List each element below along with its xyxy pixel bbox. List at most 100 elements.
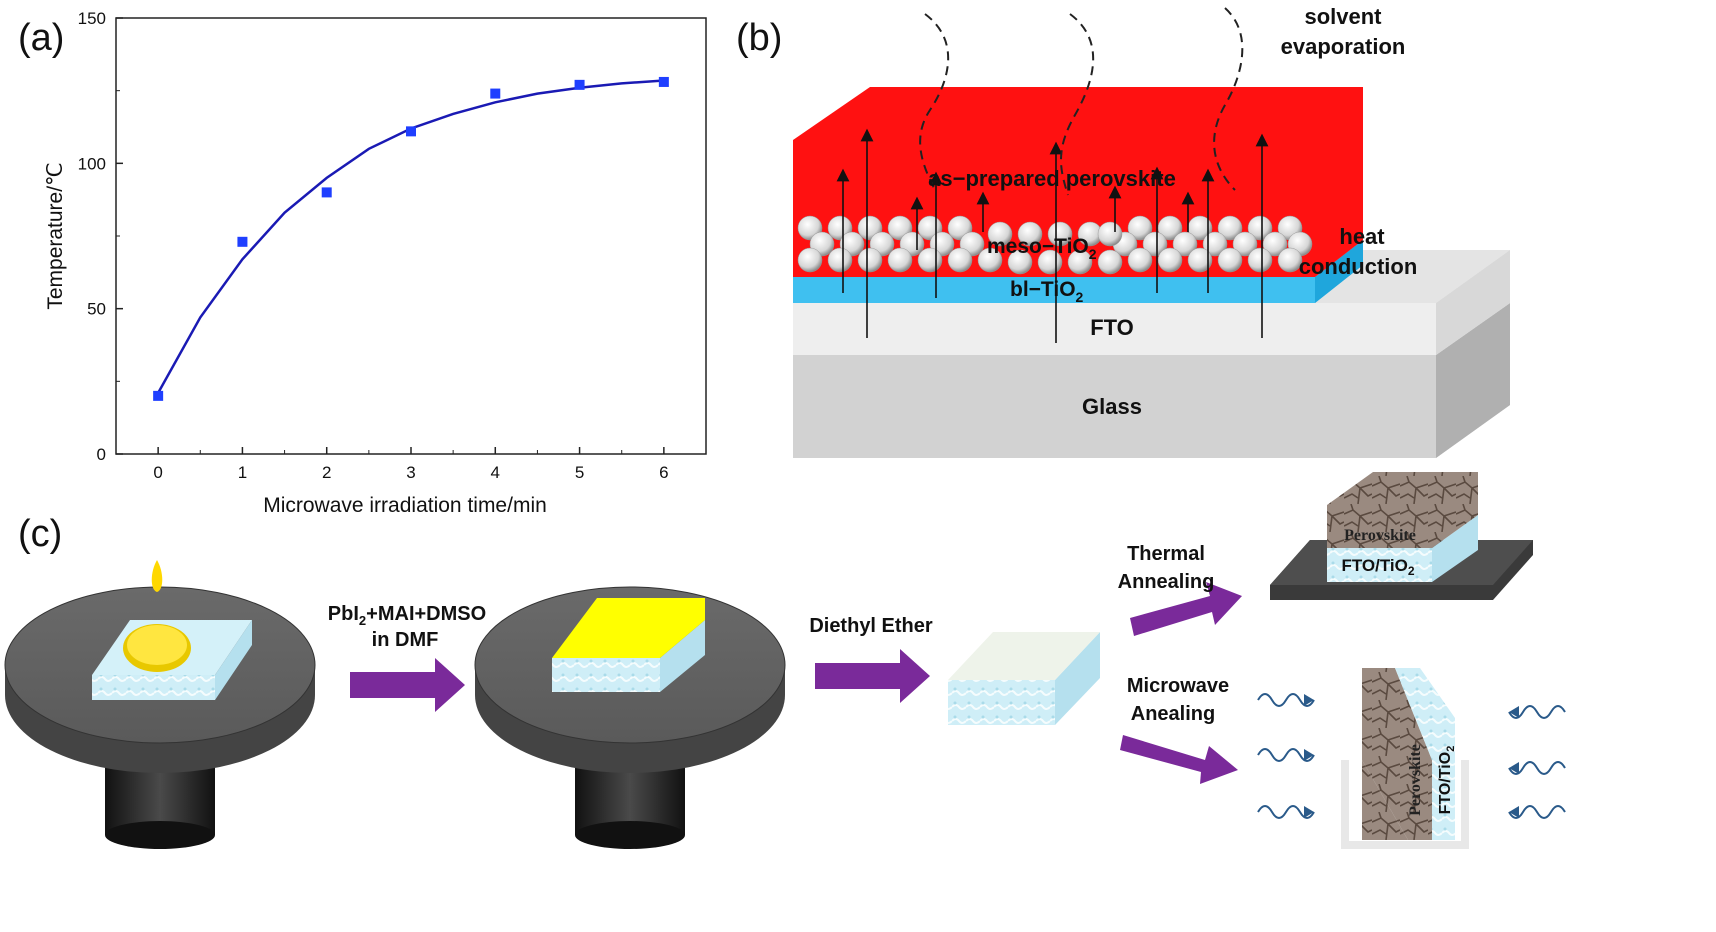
tio2-sphere — [1007, 249, 1033, 275]
bl-tio2-label: bl−TiO2 — [1010, 278, 1084, 305]
tio2-sphere — [887, 247, 913, 273]
microwave-waves — [1257, 693, 1566, 819]
vessel-wall — [1341, 760, 1469, 849]
meso-tio2-spheres — [797, 215, 1313, 275]
meso-tio2-label: meso−TiO2 — [987, 235, 1097, 262]
substrate-front — [92, 675, 215, 700]
x-tick-label: 2 — [322, 463, 331, 482]
tio2-sphere — [827, 247, 853, 273]
tio2-sphere — [797, 247, 823, 273]
tio2-sphere — [987, 221, 1013, 247]
fto-label: FTO — [1090, 315, 1134, 340]
wave-arrowhead — [1304, 694, 1314, 706]
wave-arrowhead — [1509, 806, 1519, 818]
tio2-sphere — [1067, 249, 1093, 275]
bl-tio2-side — [1315, 240, 1363, 303]
droplet-icon — [151, 560, 163, 592]
tio2-sphere — [1127, 247, 1153, 273]
y-tick-label: 0 — [97, 445, 106, 464]
wave-arrowhead — [1304, 806, 1314, 818]
thermal-annealed-sample: Perovskite FTO/TiO2 — [1270, 472, 1533, 600]
data-point — [490, 88, 501, 99]
microwave-arrow — [1120, 735, 1238, 784]
y-axis-title: Temperature/℃ — [44, 162, 67, 309]
perovskite-side-label: Perovskite — [1407, 744, 1424, 816]
annealing-label: Annealing — [1118, 571, 1215, 593]
tio2-sphere — [1157, 247, 1183, 273]
panel-label-c: (c) — [18, 513, 62, 555]
tio2-sphere — [1217, 215, 1243, 241]
coated-substrate-front — [552, 658, 660, 692]
process-arrow-1 — [350, 658, 465, 712]
data-point — [321, 187, 332, 198]
glass-layer-side — [1436, 303, 1510, 458]
evaporation-waves — [919, 7, 1244, 196]
data-point — [406, 126, 416, 137]
solvent-dmf-label: in DMF — [372, 629, 439, 651]
microwave-label: Microwave — [1127, 675, 1229, 697]
glass-layer — [793, 303, 1510, 458]
fto-side — [1436, 250, 1510, 355]
tio2-sphere — [977, 247, 1003, 273]
tio2-sphere — [947, 247, 973, 273]
wave-arrowhead — [1509, 762, 1519, 774]
data-point — [574, 79, 585, 90]
tio2-sphere — [1247, 247, 1273, 273]
data-point — [658, 76, 669, 87]
yellow-film — [552, 598, 705, 658]
tio2-sphere — [1172, 231, 1198, 257]
tio2-sphere — [1247, 215, 1273, 241]
conduction-label: conduction — [1299, 254, 1418, 279]
intermediate-film — [948, 632, 1100, 725]
tio2-sphere — [1232, 231, 1258, 257]
x-tick-label: 4 — [491, 463, 500, 482]
anealing-label: Anealing — [1131, 703, 1215, 725]
spin-coater-2 — [474, 586, 786, 849]
perovskite-label: as−prepared perovskite — [928, 166, 1176, 191]
perovskite-top-label: Perovskite — [1344, 527, 1416, 544]
thermal-arrow — [1130, 582, 1242, 636]
panel-label-b: (b) — [736, 17, 782, 59]
tio2-sphere — [917, 247, 943, 273]
tio2-sphere — [1262, 231, 1288, 257]
substrate-side — [215, 620, 252, 700]
solvent-label: solvent — [1304, 4, 1382, 29]
thermal-label: Thermal — [1127, 543, 1205, 565]
tio2-sphere — [1187, 247, 1213, 273]
process-arrow-2 — [815, 649, 930, 703]
tio2-sphere — [1127, 215, 1153, 241]
tio2-sphere — [1097, 221, 1123, 247]
fto-tio2-top-label: FTO/TiO2 — [1341, 556, 1414, 578]
tio2-sphere — [1277, 247, 1303, 273]
x-tick-label: 0 — [153, 463, 162, 482]
fto-top — [1315, 250, 1510, 303]
y-tick-label: 150 — [78, 9, 106, 28]
vertical-perovskite — [1362, 668, 1432, 840]
heat-conduction-arrows — [836, 128, 1269, 343]
perovskite-crystals — [1327, 472, 1478, 548]
x-tick-label: 6 — [659, 463, 668, 482]
vertical-substrate — [1395, 668, 1455, 840]
tio2-sphere — [1017, 221, 1043, 247]
glass-label: Glass — [1082, 394, 1142, 419]
y-tick-label: 50 — [87, 300, 106, 319]
device-cross-section: solvent evaporation as−prepared perovski… — [793, 4, 1510, 458]
fto-layer — [793, 250, 1510, 355]
data-points — [153, 76, 669, 401]
tio2-sphere — [1157, 215, 1183, 241]
tio2-sphere — [1202, 231, 1228, 257]
heat-label: heat — [1339, 224, 1385, 249]
tio2-sphere — [857, 247, 883, 273]
data-point — [237, 236, 248, 247]
tio2-sphere — [1142, 231, 1168, 257]
x-tick-label: 1 — [238, 463, 247, 482]
microwave-vessel: Perovskite FTO/TiO2 — [1341, 668, 1469, 849]
x-tick-label: 5 — [575, 463, 584, 482]
panel-label-a: (a) — [18, 17, 64, 59]
fto-tio2-side-label: FTO/TiO2 — [1437, 746, 1457, 815]
x-axis-title: Microwave irradiation time/min — [263, 494, 547, 517]
